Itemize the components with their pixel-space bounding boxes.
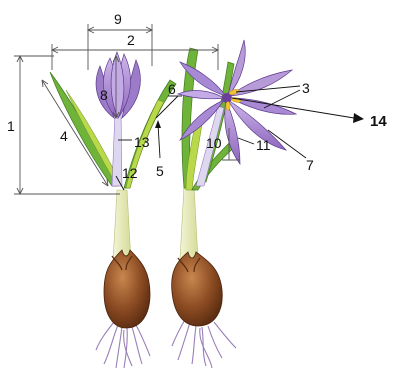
left-roots bbox=[96, 322, 150, 368]
right-plant bbox=[172, 40, 296, 368]
label-14: 14 bbox=[370, 113, 387, 130]
left-bulb bbox=[104, 250, 150, 328]
label-4: 4 bbox=[60, 128, 68, 144]
label-8: 8 bbox=[100, 87, 108, 103]
label-7: 7 bbox=[306, 157, 314, 173]
label-1: 1 bbox=[7, 118, 15, 134]
left-flower bbox=[96, 52, 140, 118]
label-5: 5 bbox=[156, 163, 164, 179]
label-13: 13 bbox=[134, 134, 150, 150]
label-3: 3 bbox=[302, 80, 310, 96]
label-2: 2 bbox=[127, 32, 135, 48]
left-flower-tube bbox=[112, 112, 122, 186]
label-9: 9 bbox=[114, 11, 122, 27]
label-10: 10 bbox=[206, 135, 222, 151]
label-6: 6 bbox=[168, 81, 176, 97]
label-12: 12 bbox=[122, 165, 138, 181]
right-stem bbox=[180, 186, 198, 260]
left-plant bbox=[50, 52, 176, 368]
label-11: 11 bbox=[256, 137, 271, 153]
